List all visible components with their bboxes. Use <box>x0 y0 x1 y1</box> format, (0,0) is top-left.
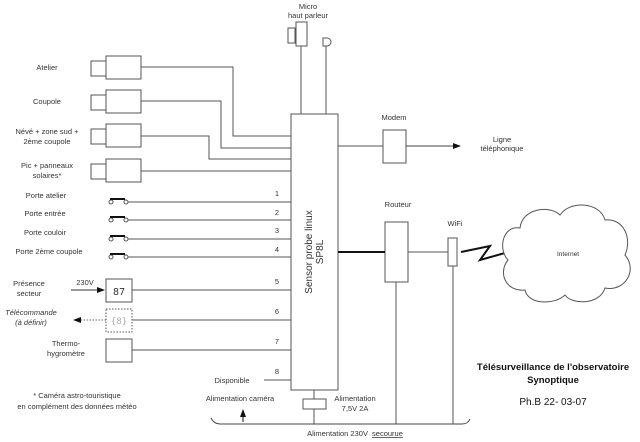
footnote-line2: en complément des données météo <box>17 402 136 411</box>
probe-label-line1: Sensor probe linux <box>304 210 315 293</box>
backup-power-label: Alimentation 230V secourue <box>307 429 403 438</box>
modem-box <box>382 129 407 164</box>
mains-label-line2: secteur <box>17 289 42 298</box>
backup-power-prefix: Alimentation 230V <box>307 429 368 438</box>
input-number-1: 1 <box>275 189 279 198</box>
thermo-hygrometer-box <box>105 338 133 363</box>
wireless-link-icon <box>460 244 506 262</box>
mains-voltage-label: 230V <box>76 278 94 287</box>
camera-icon-atelier <box>90 55 142 80</box>
door-switch-icon-3 <box>108 235 129 242</box>
door-switch-icon-2 <box>108 216 129 223</box>
audio-label-line1: Micro <box>299 2 317 11</box>
door-label-couloir: Porte couloir <box>24 228 67 237</box>
author-date: Ph.B 22- 03-07 <box>519 397 587 408</box>
door-label-2eme-coupole: Porte 2ème coupole <box>15 247 82 256</box>
door-switch-icon-4 <box>108 253 129 260</box>
input-number-6: 6 <box>275 307 279 316</box>
diagram-subtitle: Synoptique <box>527 375 579 386</box>
relay-icon: 87 <box>105 278 133 303</box>
wire-camera-neve <box>141 135 291 160</box>
phone-line-label-line2: téléphonique <box>481 144 524 153</box>
footnote-line1: * Caméra astro-touristique <box>33 391 121 400</box>
power-supply-box <box>302 398 327 410</box>
audio-label-line2: haut parleur <box>288 11 329 20</box>
spare-label: Disponible <box>214 376 249 385</box>
remote-label-line1: Télécommande <box>5 308 57 317</box>
door-label-atelier: Porte atelier <box>26 191 67 200</box>
input-number-8: 8 <box>275 367 279 376</box>
input-number-5: 5 <box>275 277 279 286</box>
camera-label-pic-line1: Pic + panneaux <box>21 161 73 170</box>
sensor-probe-box <box>290 113 339 391</box>
psu-label-line1: Alimentation <box>334 394 375 403</box>
backup-power-underlined: secourue <box>372 429 403 438</box>
internet-label: Internet <box>557 251 579 258</box>
internet-cloud-icon <box>502 204 631 303</box>
input-number-7: 7 <box>275 337 279 346</box>
remote-relay-icon: {8} <box>105 308 133 333</box>
wifi-access-point-box <box>447 237 458 267</box>
camera-label-coupole: Coupole <box>33 97 61 106</box>
input-number-3: 3 <box>275 226 279 235</box>
door-switch-icon-1 <box>108 198 129 205</box>
wire-camera-coupole <box>141 100 291 149</box>
thermo-label-line1: Thermo- <box>52 339 81 348</box>
input-number-4: 4 <box>275 245 279 254</box>
camera-power-label: Alimentation caméra <box>206 394 275 403</box>
camera-icon-neve <box>90 123 142 148</box>
diagram-title: Télésurveillance de l'observatoire <box>477 362 629 373</box>
svg-text:87: 87 <box>113 287 125 298</box>
mains-label-line1: Présence <box>13 279 45 288</box>
camera-icon-coupole <box>90 89 142 114</box>
thermo-label-line2: hygromètre <box>47 349 85 358</box>
backup-power-brace <box>210 417 471 425</box>
camera-label-neve-line1: Névé + zone sud + <box>16 127 80 136</box>
remote-label-line2: (à définir) <box>15 318 47 327</box>
psu-label-line2: 7,5V 2A <box>342 404 369 413</box>
probe-label-line2: SP8L <box>315 239 326 264</box>
wifi-label: WiFi <box>448 219 463 228</box>
speaker-icon <box>287 21 308 47</box>
modem-label: Modem <box>381 113 406 122</box>
wire-camera-atelier <box>141 66 291 137</box>
router-label: Routeur <box>385 200 412 209</box>
camera-label-neve-line2: 2ème coupole <box>23 137 70 146</box>
svg-text:{8}: {8} <box>111 317 127 327</box>
input-number-2: 2 <box>275 208 279 217</box>
door-label-entree: Porte entrée <box>24 209 65 218</box>
camera-label-atelier: Atelier <box>36 63 58 72</box>
microphone-icon <box>322 37 332 47</box>
camera-icon-pic <box>90 158 142 183</box>
phone-line-label-line1: Ligne <box>493 135 511 144</box>
router-box <box>384 221 409 283</box>
camera-label-pic-line2: solaires* <box>33 171 62 180</box>
